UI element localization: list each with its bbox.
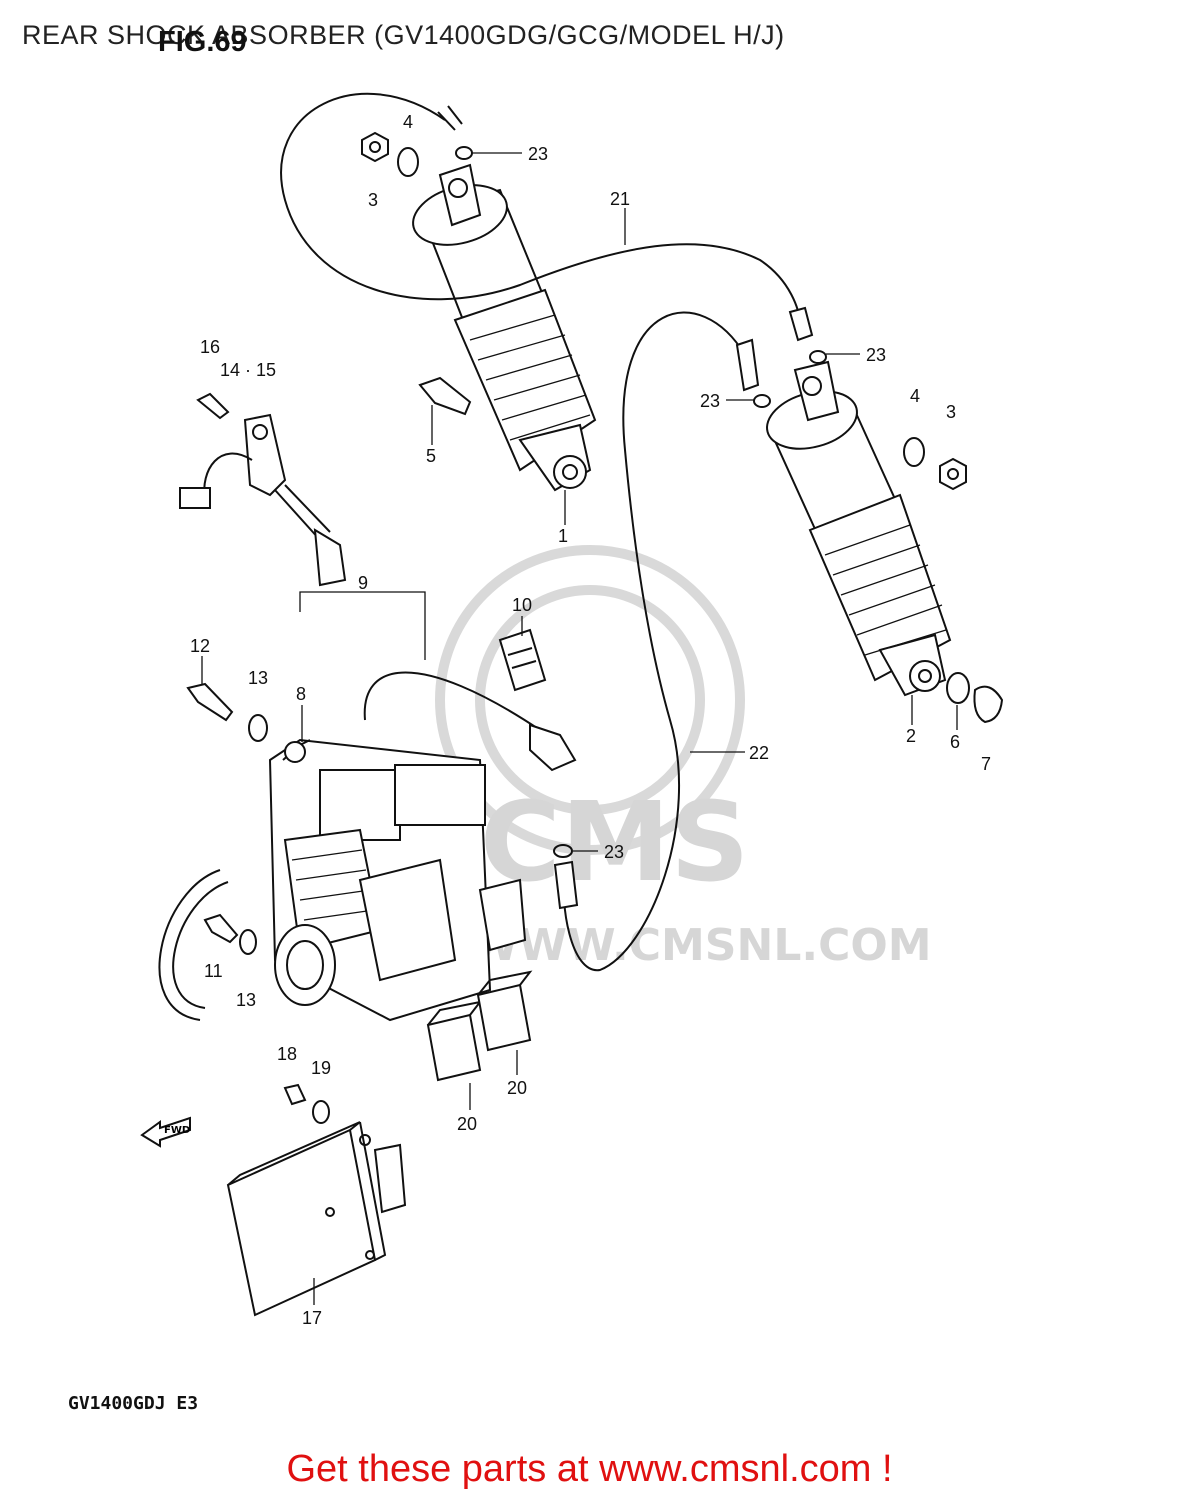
callout-13-lower: 13 [236,990,256,1010]
callout-9: 9 [358,573,368,593]
relays [426,970,533,1082]
left-shock-absorber [412,163,597,492]
callout-23-b: 23 [866,345,886,365]
callout-7: 7 [981,754,991,774]
fasteners [186,131,1004,1124]
callout-17: 17 [302,1308,322,1328]
callout-18: 18 [277,1044,297,1064]
footer-shop-link[interactable]: Get these parts at www.cmsnl.com ! [286,1448,893,1490]
callout-23-c: 23 [700,391,720,411]
callout-20-left: 20 [457,1114,477,1134]
callout-3-right: 3 [946,402,956,422]
callout-19: 19 [311,1058,331,1078]
callout-6: 6 [950,732,960,752]
callout-5: 5 [426,446,436,466]
right-shock-absorber [766,360,952,697]
page-title: REAR SHOCK ABSORBER (GV1400GDG/GCG/MODEL… [22,20,785,50]
callout-11: 11 [204,961,223,981]
callout-20-right: 20 [507,1078,527,1098]
compressor-assembly [158,671,577,1022]
callout-2: 2 [906,726,916,746]
watermark-url: WWW.CMSNL.COM [470,920,932,971]
callout-3-left: 3 [368,190,378,210]
fwd-label: FWD [164,1125,190,1136]
bracket-10 [498,628,547,692]
control-unit [226,1121,407,1317]
air-hose-21 [280,92,801,326]
callout-13-upper: 13 [248,668,268,688]
callout-4-left: 4 [403,112,413,132]
watermark-logo-text: CMS [480,778,749,906]
callout-12: 12 [190,636,210,656]
callout-16: 16 [200,337,220,357]
figure-number: FIG.69 [158,26,247,58]
callout-8: 8 [296,684,306,704]
callout-1: 1 [558,526,568,546]
leader-lines [201,152,958,1305]
callout-22: 22 [749,743,769,763]
callout-23-d: 23 [604,842,624,862]
callout-14-15: 14 · 15 [220,360,276,380]
callout-21: 21 [610,189,630,209]
fwd-arrow-icon: FWD [140,1116,191,1148]
height-sensor [179,392,347,587]
callout-4-right: 4 [910,386,920,406]
watermark-logo: CMS WWW.CMSNL.COM [435,545,932,971]
air-hose-22 [562,311,746,972]
callout-10: 10 [512,595,532,615]
callout-23-a: 23 [528,144,548,164]
model-code: GV1400GDJ E3 [68,1393,199,1414]
callout-labels: 1 2 3 3 4 4 5 6 7 8 9 10 11 12 13 13 14 … [190,112,991,1328]
